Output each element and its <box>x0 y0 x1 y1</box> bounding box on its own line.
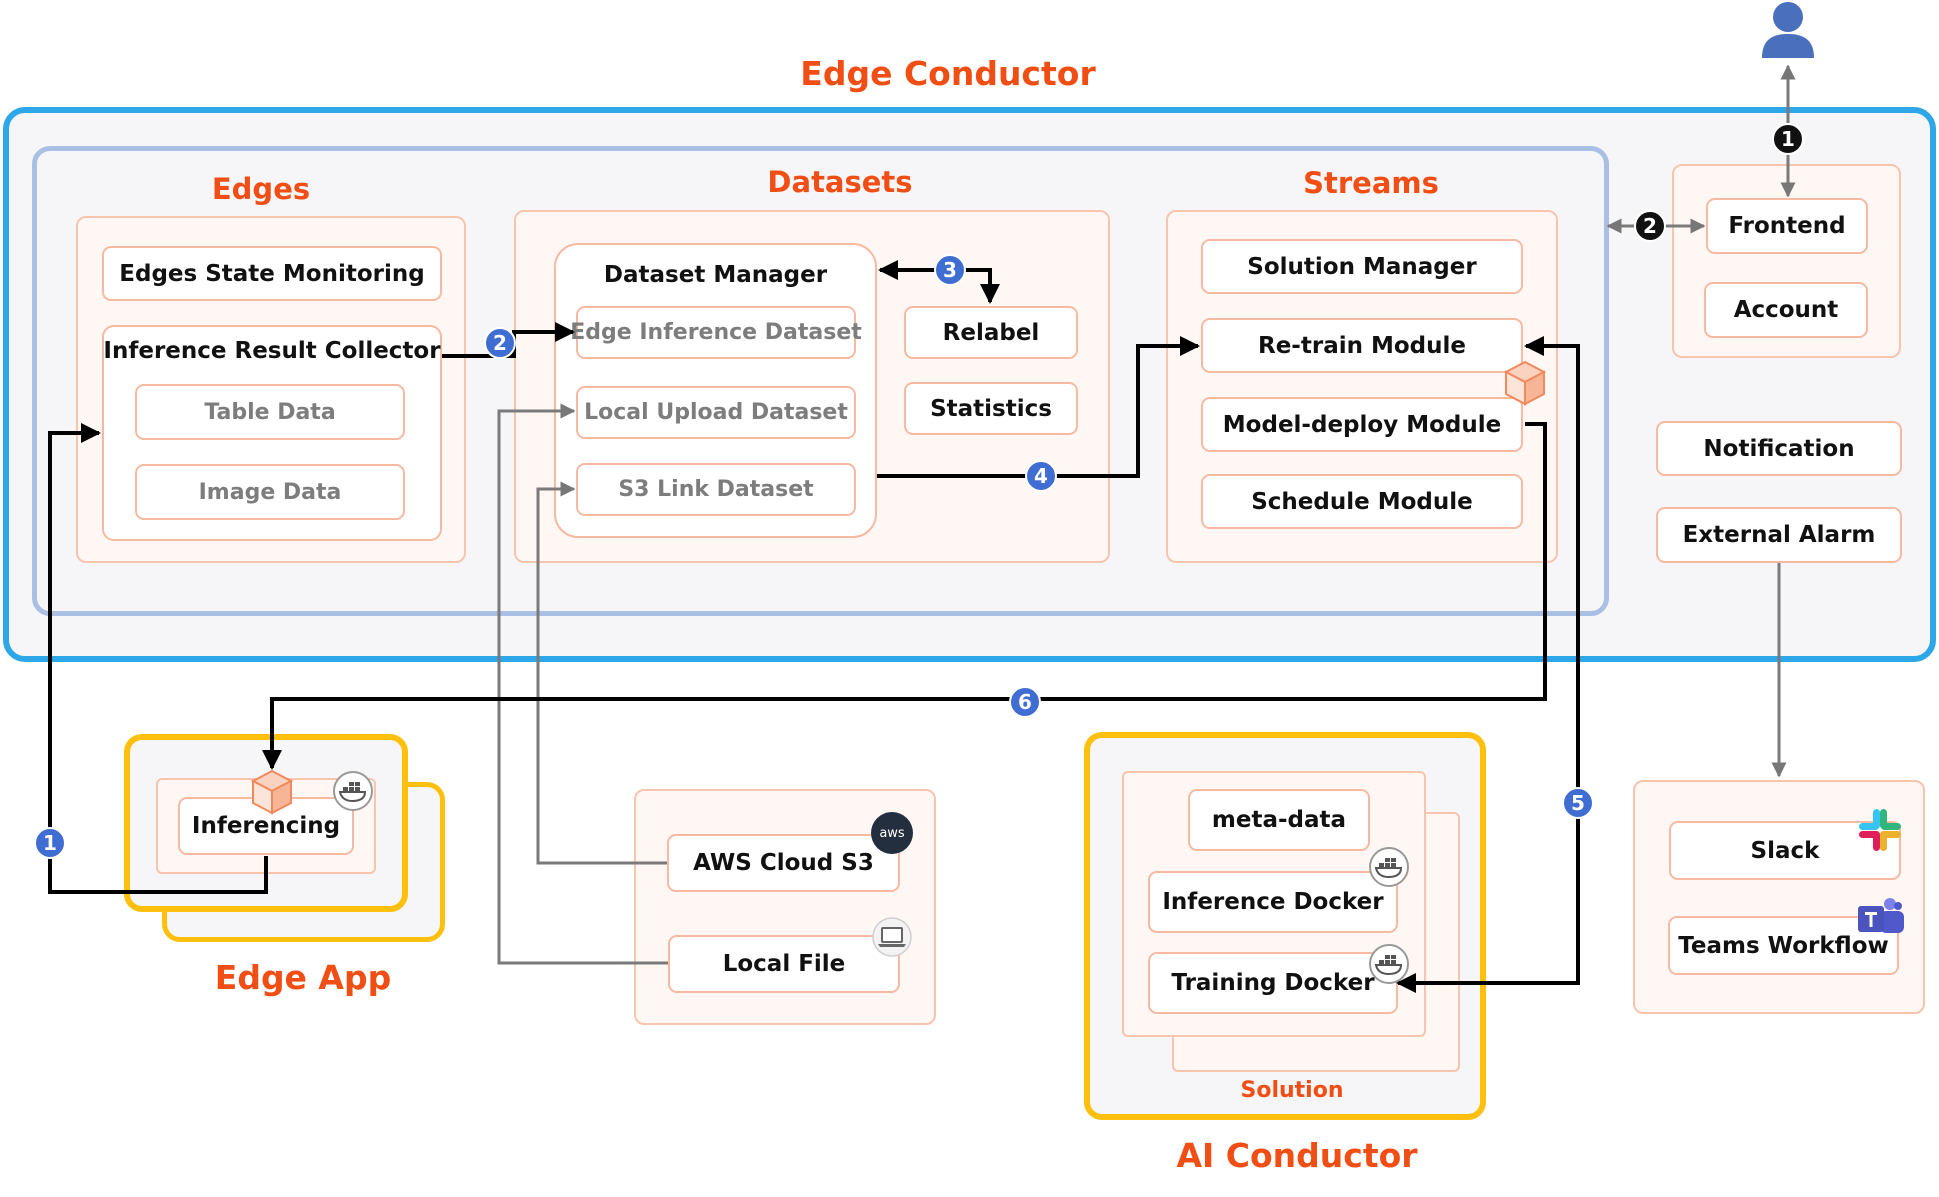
step-badge-4: 4 <box>1025 460 1057 492</box>
meta-data-module[interactable]: meta-data <box>1188 789 1370 851</box>
teams-workflow[interactable]: Teams Workflow <box>1668 916 1899 975</box>
statistics-module[interactable]: Statistics <box>904 382 1078 435</box>
aws-logo-text: aws <box>879 825 905 841</box>
edges-state-monitoring[interactable]: Edges State Monitoring <box>102 246 442 301</box>
aws-cloud-s3[interactable]: AWS Cloud S3 <box>667 834 900 892</box>
user-step-badge-1: 1 <box>1772 123 1804 155</box>
edges-title: Edges <box>211 172 311 206</box>
account-module[interactable]: Account <box>1704 282 1868 338</box>
relabel-module[interactable]: Relabel <box>904 306 1078 359</box>
step-badge-6: 6 <box>1009 686 1041 718</box>
aws-icon: aws <box>871 812 913 854</box>
step-badge-3: 3 <box>934 254 966 286</box>
ai-conductor-title: AI Conductor <box>1176 1136 1418 1175</box>
step-badge-2: 2 <box>484 327 516 359</box>
user-step-badge-2: 2 <box>1634 210 1666 242</box>
table-data[interactable]: Table Data <box>135 384 405 440</box>
slack-icon <box>1859 809 1901 851</box>
edge-inference-dataset[interactable]: Edge Inference Dataset <box>570 306 862 359</box>
streams-title: Streams <box>1303 166 1439 200</box>
step-badge-1: 1 <box>34 827 66 859</box>
docker-icon <box>333 771 373 811</box>
cube-icon <box>251 769 293 815</box>
local-upload-dataset[interactable]: Local Upload Dataset <box>576 386 856 439</box>
teams-icon <box>1858 898 1904 933</box>
dataset-manager-label: Dataset Manager <box>603 262 828 288</box>
image-data[interactable]: Image Data <box>135 464 405 520</box>
model-deploy-module[interactable]: Model-deploy Module <box>1201 397 1523 452</box>
inference-docker[interactable]: Inference Docker <box>1148 871 1398 933</box>
cube-icon <box>1504 360 1546 406</box>
slack-channel[interactable]: Slack <box>1669 821 1901 880</box>
datasets-title: Datasets <box>767 165 913 199</box>
local-file[interactable]: Local File <box>668 935 900 993</box>
solution-manager[interactable]: Solution Manager <box>1201 239 1523 294</box>
user-icon <box>1762 2 1814 58</box>
edge-conductor-title: Edge Conductor <box>800 54 1096 93</box>
retrain-module[interactable]: Re-train Module <box>1201 318 1523 373</box>
docker-icon <box>1369 944 1409 984</box>
solution-label: Solution <box>1240 1078 1344 1103</box>
external-alarm-module[interactable]: External Alarm <box>1656 507 1902 563</box>
edge-app-title: Edge App <box>214 958 392 997</box>
s3-link-dataset[interactable]: S3 Link Dataset <box>576 463 856 516</box>
step-badge-5: 5 <box>1562 787 1594 819</box>
training-docker[interactable]: Training Docker <box>1148 952 1398 1014</box>
laptop-icon <box>872 917 912 957</box>
frontend-module[interactable]: Frontend <box>1706 198 1868 254</box>
docker-icon <box>1369 847 1409 887</box>
inference-result-collector-label: Inference Result Collector <box>103 338 441 364</box>
schedule-module[interactable]: Schedule Module <box>1201 474 1523 529</box>
notification-module[interactable]: Notification <box>1656 421 1902 476</box>
